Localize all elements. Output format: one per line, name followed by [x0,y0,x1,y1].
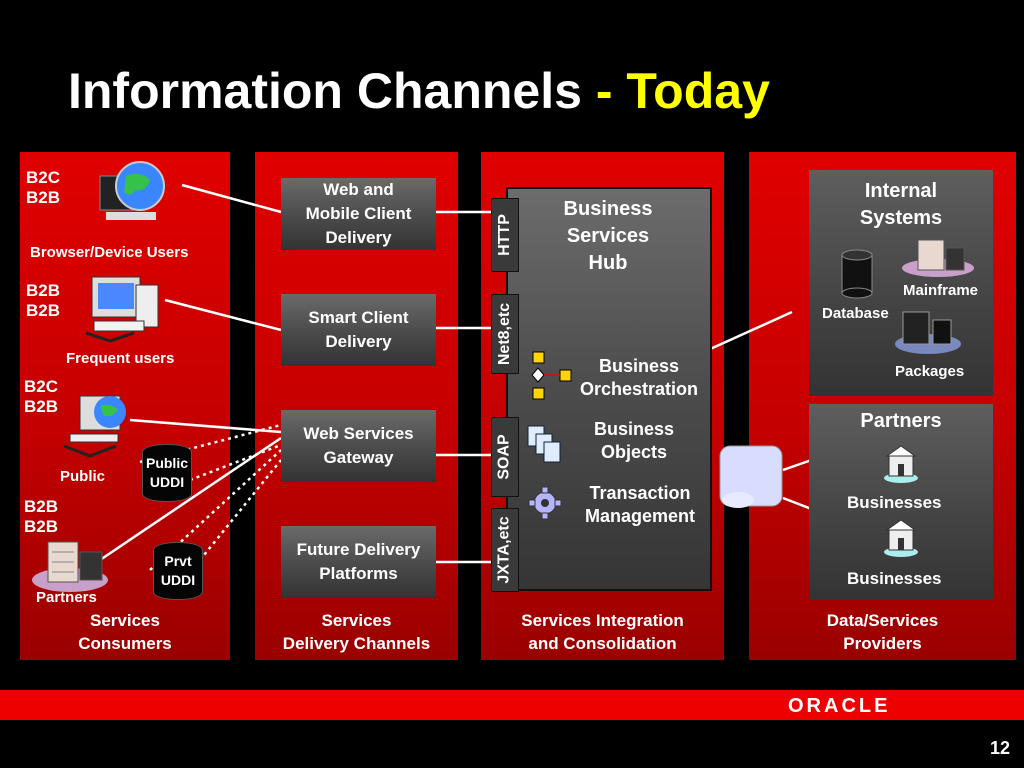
delivery-future-platforms: Future Delivery Platforms [281,526,436,598]
delivery-web-mobile: Web and Mobile Client Delivery [281,178,436,250]
title-accent: - Today [595,63,770,119]
protocol-jxta-label: JXTA,etc [496,516,513,584]
hub-title: Business Services Hub [563,198,653,274]
server-icon [32,541,108,592]
consumer-badge-2: B2B B2B [26,281,61,320]
database-icon [841,249,873,299]
computer-user-icon [63,395,126,458]
private-uddi-database: Prvt UDDI [153,542,203,600]
protocol-net8-label: Net8,etc [496,302,513,366]
page-number: 12 [989,738,1010,758]
footer-bar [0,690,1024,720]
hub-orchestration: Business Orchestration [579,356,699,399]
building-icon [884,519,918,557]
protocol-net8: Net8,etc [491,294,519,374]
partners-business-1: Businesses [847,493,942,512]
delivery-web-services-gateway: Web Services Gateway [281,410,436,482]
page-title: Information Channels - Today [68,62,770,120]
column-label-integration: Services Integration and Consolidation [521,611,684,653]
protocol-soap: SOAP [491,417,519,497]
document-stack-icon [527,425,561,463]
cloud-icon [719,445,783,508]
protocol-http-label: HTTP [496,214,513,256]
consumer-caption-3: Public [60,468,106,485]
consumer-badge-1: B2C B2B [26,168,61,207]
gear-icon [528,486,562,520]
line-public-gateway [129,418,282,434]
internal-systems-title: Internal Systems [859,180,943,229]
column-label-consumers: Services Consumers [78,611,172,653]
consumer-badge-3: B2C B2B [24,377,59,416]
internal-mainframe-label: Mainframe [903,282,979,299]
internal-database-label: Database [822,305,889,322]
protocol-http: HTTP [491,198,519,272]
globe-icon [99,161,165,220]
line-hub-internal [707,310,793,352]
building-icon [884,445,918,483]
line-public-uddi-dotted [139,423,282,464]
line-partners-gateway [99,436,282,562]
orchestration-flow-icon [531,351,572,400]
title-main: Information Channels [68,63,596,119]
public-uddi-database: Public UDDI [142,444,192,502]
column-label-delivery: Services Delivery Channels [282,611,431,653]
internal-packages-label: Packages [895,363,965,380]
partners-title: Partners [860,410,942,432]
protocol-jxta: JXTA,etc [491,508,519,592]
consumer-caption-2: Frequent users [66,350,175,367]
delivery-smart-client: Smart Client Delivery [281,294,436,366]
server-icon [902,239,974,277]
hub-transaction-management: Transaction Management [584,483,696,526]
line-uddi-gateway-dotted [189,443,282,482]
oracle-logo: ORACLE [788,695,891,717]
server-icon [895,311,961,354]
hub-business-objects: Business Objects [593,419,675,462]
partners-business-2: Businesses [847,569,942,588]
consumer-badge-4: B2B B2B [24,497,59,536]
internal-systems-panel [809,170,993,396]
line-prvt-uddi-dotted [199,459,282,561]
line-frequent-smart [164,298,282,332]
protocol-soap-label: SOAP [496,434,513,480]
line-browser-web [181,183,282,214]
consumer-caption-4: Partners [36,589,97,606]
column-label-providers: Data/Services Providers [826,611,939,653]
computer-user-icon [86,276,159,343]
consumer-caption-1: Browser/Device Users [30,244,189,261]
partners-panel [809,404,993,600]
